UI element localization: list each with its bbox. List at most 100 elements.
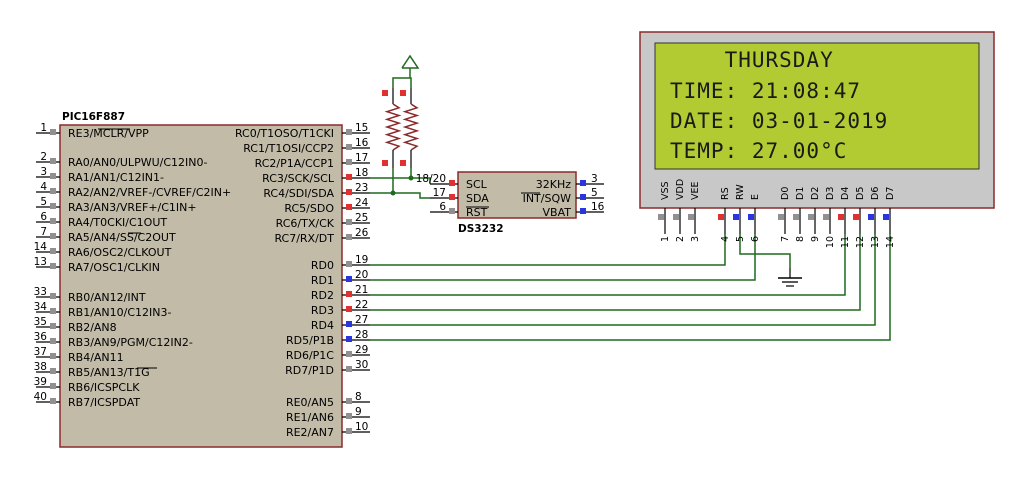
lcd-line-1: THURSDAY	[670, 48, 834, 72]
pullup-resistors[interactable]	[382, 54, 420, 168]
rtc-pin-scl[interactable]: 18/20 SCL	[416, 173, 488, 191]
lcd-pin-d1[interactable]: D1 8	[793, 187, 806, 242]
mcu-body	[59, 124, 343, 448]
power-arrow-icon	[401, 54, 420, 69]
pin-name: D5	[855, 187, 866, 200]
pin-marker	[346, 321, 352, 327]
pin-marker	[50, 158, 56, 164]
pin-name: SCL	[466, 178, 488, 191]
pin-number: 3	[40, 166, 47, 178]
pin-name: RC2/P1A/CCP1	[255, 157, 334, 170]
pin-name: RA5/AN4/SS/C2OUT	[68, 231, 176, 244]
lcd-screen	[654, 42, 980, 170]
pin-marker	[883, 214, 889, 220]
lcd-module[interactable]: THURSDAY TIME: 21:08:47 DATE: 03-01-2019…	[639, 31, 995, 248]
pin-marker	[50, 263, 56, 269]
pin-name: RS	[720, 187, 731, 200]
pin-number: 8	[795, 236, 806, 242]
lcd-pin-e[interactable]: E6	[748, 194, 761, 242]
pin-marker	[449, 194, 455, 200]
pin-marker	[346, 234, 352, 240]
lcd-pin-rw[interactable]: RW5	[733, 184, 746, 242]
pin-marker	[346, 276, 352, 282]
pin-marker	[346, 398, 352, 404]
mcu-pin-7[interactable]: 7 RA5/AN4/SS/C2OUT	[36, 226, 176, 244]
wire	[370, 234, 876, 326]
pin-number: 18/20	[416, 173, 446, 185]
pin-name: D1	[795, 187, 806, 200]
pin-number: 21	[355, 284, 368, 296]
lcd-line-2: TIME: 21:08:47	[670, 79, 861, 103]
pin-number: 7	[40, 226, 47, 238]
pin-name: RD6/P1C	[286, 349, 334, 362]
pin-name: RST	[466, 206, 488, 219]
lcd-pin-rs[interactable]: RS4	[718, 187, 731, 242]
pin-number: 33	[34, 286, 47, 298]
pin-name: E	[750, 194, 761, 200]
pin-marker	[382, 90, 388, 96]
pin-marker	[346, 261, 352, 267]
pin-marker	[50, 218, 56, 224]
pin-name: RB3/AN9/PGM/C12IN2-	[68, 336, 193, 349]
lcd-pin-d2[interactable]: D29	[808, 187, 821, 242]
pin-marker	[346, 428, 352, 434]
pin-marker	[50, 203, 56, 209]
wire	[370, 234, 861, 311]
pin-name: RE1/AN6	[286, 411, 334, 424]
pin-name: RB7/ICSPDAT	[68, 396, 140, 409]
pin-number: 15	[355, 122, 368, 134]
lcd-pin-d0[interactable]: D07	[778, 187, 791, 242]
